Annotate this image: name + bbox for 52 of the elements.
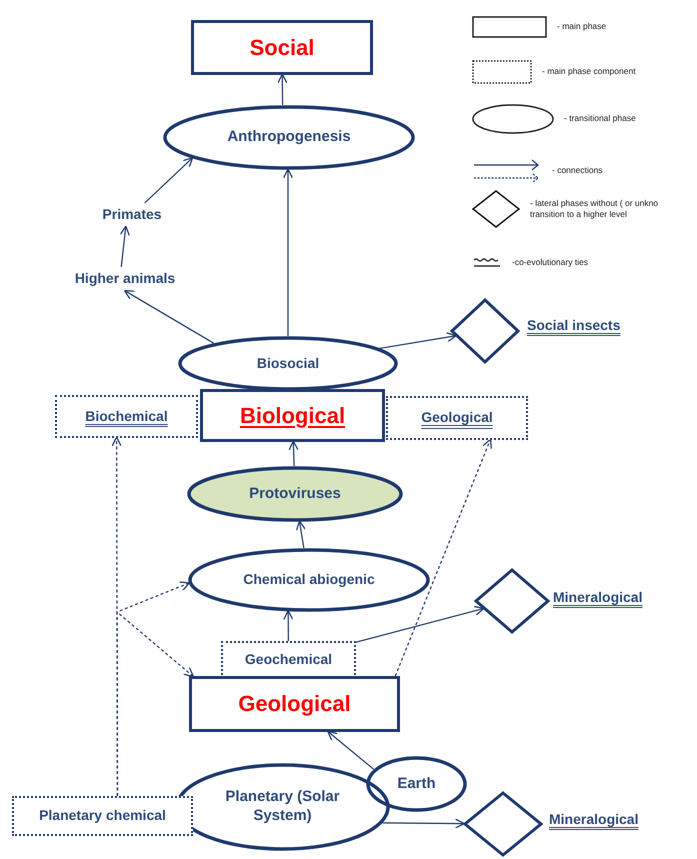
main-phase-box (191, 20, 373, 75)
side-label: Mineralogical (553, 589, 642, 605)
connector-arrow (394, 438, 492, 676)
connector-arrow (380, 332, 457, 349)
connector-arrow (277, 73, 288, 105)
node-label: Planetary (Solar System) (225, 788, 340, 826)
side-label: Social insects (527, 317, 620, 333)
transitional-ellipse (163, 105, 415, 170)
legend-text: - lateral phases without ( or unkno transition to a higher level (530, 198, 660, 220)
main-phase-box (200, 389, 385, 442)
connector-arrow (124, 290, 214, 344)
connector-arrow (116, 610, 194, 796)
connector-arrow (382, 818, 465, 829)
lateral-diamond (450, 298, 520, 364)
connector-arrow (282, 168, 294, 336)
main-phase-box (189, 676, 400, 732)
connector-arrow (327, 730, 374, 770)
component-box (12, 796, 193, 836)
legend-text: - main phase (557, 21, 608, 33)
node-label: Anthropogenesis (227, 128, 351, 147)
transitional-ellipse (366, 756, 467, 812)
connector-arrow (356, 606, 484, 643)
component-box (55, 395, 198, 438)
connector-arrow (296, 520, 306, 548)
node-label: Planetary chemical (39, 807, 166, 825)
legend-text: -co-evolutionary ties (512, 257, 590, 269)
node-label: Biosocial (256, 354, 320, 372)
legend-text: - connections (552, 165, 604, 177)
legend-text: - main phase component (542, 66, 637, 78)
node-label: Earth (397, 774, 436, 794)
transitional-ellipse (187, 466, 403, 522)
node-label: Biological (240, 402, 346, 430)
lateral-diamond (474, 568, 550, 634)
node-label: Social (250, 34, 314, 62)
connector-arrow (144, 157, 194, 204)
lateral-diamond (463, 791, 543, 857)
side-label: Mineralogical (549, 811, 638, 827)
transitional-ellipse (188, 548, 430, 612)
node-label: Higher animals (74, 270, 176, 288)
component-box (386, 396, 528, 440)
node-label: Geochemical (244, 651, 332, 669)
node-label: Protoviruses (249, 484, 341, 504)
node-label: Chemical abiogenic (243, 571, 375, 589)
legend-text: - transitional phase (564, 113, 637, 125)
connector-arrow (288, 440, 299, 466)
transitional-ellipse (178, 336, 398, 391)
node-label: Biochemical (85, 408, 168, 426)
node-label: Primates (102, 206, 162, 224)
connector-arrow (283, 610, 294, 641)
node-label: Geological (238, 690, 351, 718)
node-label: Geological (421, 409, 493, 427)
connector-arrow (120, 225, 130, 268)
